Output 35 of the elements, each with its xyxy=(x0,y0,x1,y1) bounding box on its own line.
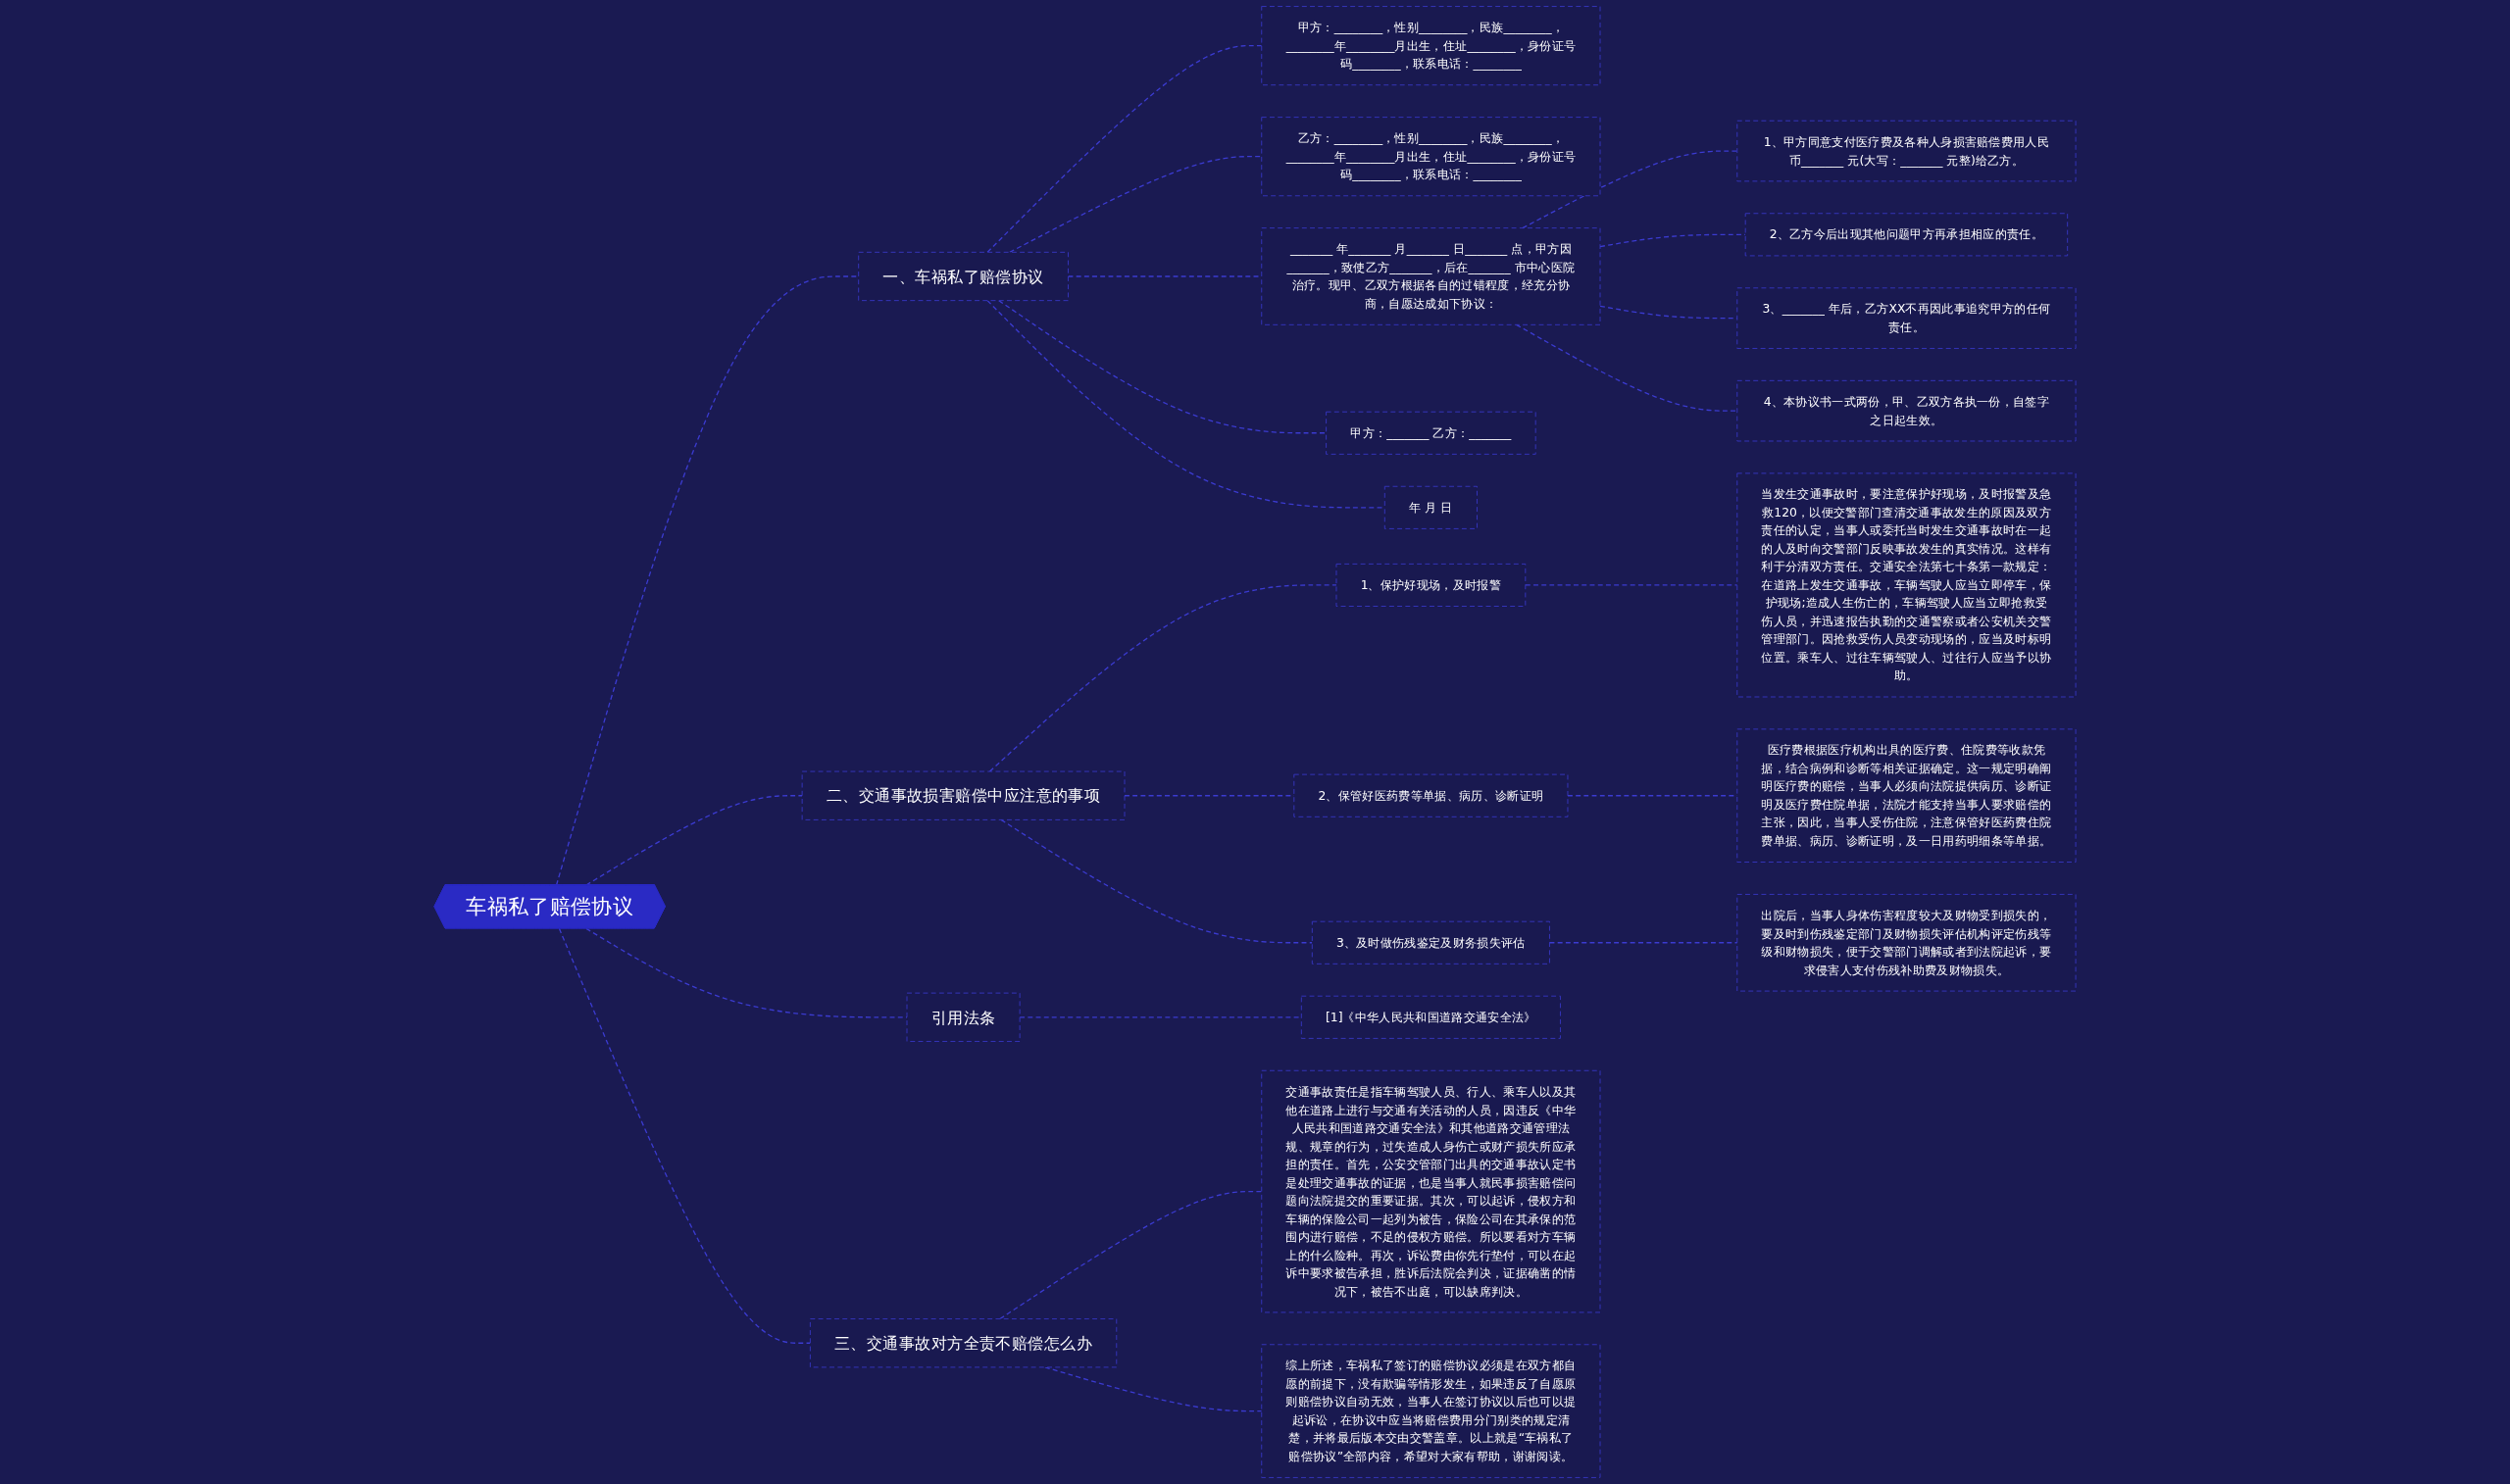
connector xyxy=(1548,942,1738,944)
node-box: 三、交通事故对方全责不赔偿怎么办 xyxy=(809,1318,1118,1368)
node-box: 二、交通事故损害赔偿中应注意的事项 xyxy=(801,770,1126,820)
node-box: 2、乙方今后出现其他问题甲方再承担相应的责任。 xyxy=(1744,213,2069,257)
node-box: 当发生交通事故时，要注意保护好现场，及时报警及急救120，以便交警部门查清交通事故发生的原因及双方责任的认定，当事人或委托当时发生交通事故时在一起的人及时向交警部门反映事故发生的真实情况。这样有利于分清双方责任。交通安全法第七十条第一款规定：在道路上发生交通事故，车辆驾驶人应当立即停车，保护现场;造成人生伤亡的，车辆驾驶人应当立即抢救受伤人员，并迅速报告执勤的交通警察或者公安机关交警管理部门。因抢救受伤人员变动现场的，应当及时标明位置。乘车人、过往车辆驾驶人、过往行人应当予以协助。 xyxy=(1736,472,2077,698)
connector xyxy=(1522,150,1738,229)
node-box: 乙方：________，性别________，民族________，________年________月出生，住址________，身份证号码________，联系电话：________ xyxy=(1261,117,1601,197)
node-box: [1]《中华人民共和国道路交通安全法》 xyxy=(1300,995,1561,1039)
connector xyxy=(585,795,803,886)
node-box: 引用法条 xyxy=(906,992,1021,1042)
node-box: 综上所述，车祸私了签订的赔偿协议必须是在双方都自愿的前提下，没有欺骗等情形发生，如果违反了自愿原则赔偿协议自动无效，当事人在签订协议以后也可以提起诉讼，在协议中应当将赔偿费用分门别类的规定清楚，并将最后版本交由交警盖章。以上就是“车祸私了赔偿协议”全部内容，希望对大家有帮助，谢谢阅读。 xyxy=(1261,1344,1601,1478)
node-box: 3、及时做伤残鉴定及财务损失评估 xyxy=(1311,920,1550,965)
connector xyxy=(1019,1016,1302,1018)
connector xyxy=(1515,323,1738,412)
connector xyxy=(558,927,812,1344)
connector xyxy=(998,299,1328,434)
connector xyxy=(1525,584,1738,586)
connector xyxy=(986,45,1263,253)
connector xyxy=(999,1190,1263,1320)
node-box: 甲方：_______ 乙方：_______ xyxy=(1326,411,1536,455)
node-box: 一、车祸私了赔偿协议 xyxy=(858,251,1069,302)
connector xyxy=(1000,818,1313,944)
node-box: 医疗费根据医疗机构出具的医疗费、住院费等收款凭据，结合病例和诊断等相关证据确定。这一规定明确阐明医疗费的赔偿，当事人必须向法院提供病历、诊断证明及医疗费住院单据，法院才能支持当事人要求赔偿的主张，因此，当事人受伤住院，注意保管好医药费住院费单据、病历、诊断证明，及一日用药明细条等单据。 xyxy=(1736,728,2077,863)
connector xyxy=(1009,156,1263,253)
node-box: 4、本协议书一式两份，甲、乙双方各执一份，自签字之日起生效。 xyxy=(1736,379,2077,442)
node-box: 3、_______ 年后，乙方XX不再因此事追究甲方的任何责任。 xyxy=(1736,287,2077,349)
connector xyxy=(988,584,1337,772)
node-box: 出院后，当事人身体伤害程度较大及财物受到损失的，要及时到伤残鉴定部门及财物损失评估机构评定伤残等级和财物损失，便于交警部门调解或者到法院起诉，要求侵害人支付伤残补助费及财物损失。 xyxy=(1736,894,2077,992)
node-box: 交通事故责任是指车辆驾驶人员、行人、乘车人以及其他在道路上进行与交通有关活动的人员，因违反《中华人民共和国道路交通安全法》和其他道路交通管理法规、规章的行为，过失造成人身伤亡或财产损失所应承担的责任。首先，公安交管部门出具的交通事故认定书是处理交通事故的证据，也是当事人就民事损害赔偿问题向法院提交的重要证据。其次，可以起诉，侵权方和车辆的保险公司一起列为被告，保险公司在其承保的范围内进行赔偿，不足的侵权方赔偿。所以要看对方车辆上的什么险种。再次，诉讼费由你先行垫付，可以在起诉中要求被告承担，胜诉后法院会判决，证据确凿的情况下，被告不出庭，可以缺席判决。 xyxy=(1261,1069,1601,1313)
node-box: 年 月 日 xyxy=(1383,485,1478,529)
node-box: _______ 年_______ 月_______ 日_______ 点，甲方因_______，致使乙方_______，后在_______ 市中心医院治疗。现甲、乙双方根据各自的过错程度，经充分协商，自愿达成如下协议： xyxy=(1261,227,1601,325)
node-box: 甲方：________，性别________，民族________，________年________月出生，住址________，身份证号码________，联系电话：________ xyxy=(1261,6,1601,86)
node-box: 1、保护好现场，及时报警 xyxy=(1335,563,1527,607)
node-box: 2、保管好医药费等单据、病历、诊断证明 xyxy=(1293,773,1569,817)
node-box: 1、甲方同意支付医疗费及各种人身损害赔偿费用人民币_______ 元(大写：_______ 元整)给乙方。 xyxy=(1736,120,2077,182)
